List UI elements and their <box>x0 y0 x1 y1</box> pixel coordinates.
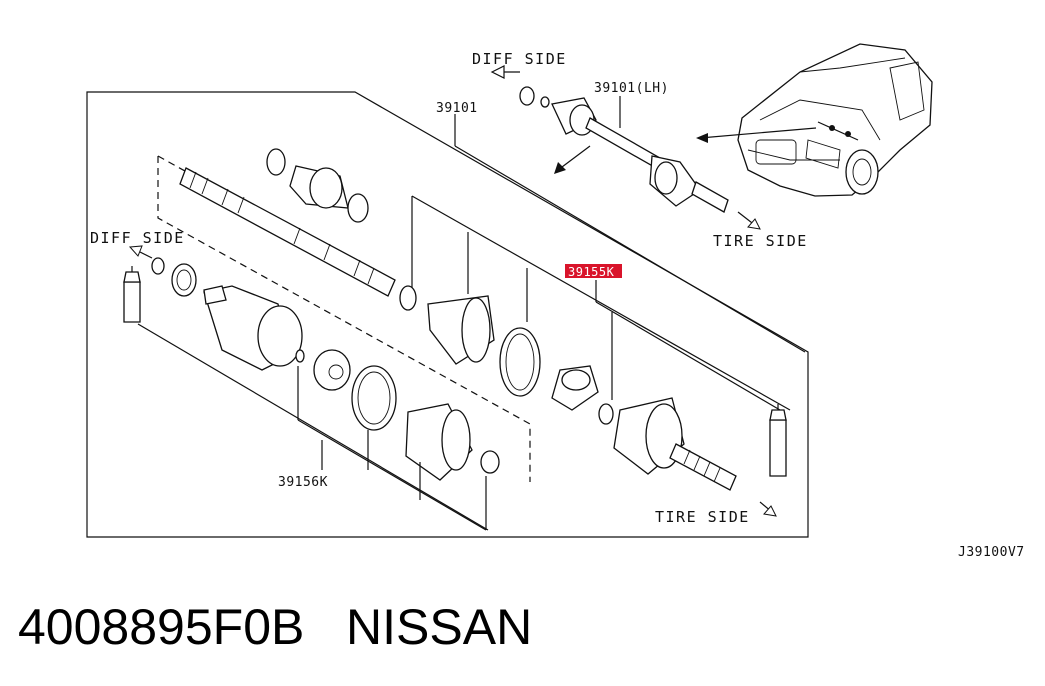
exploded-shaft: 39101 <box>157 101 806 482</box>
diff-side-label-left: DIFF SIDE <box>90 229 185 247</box>
diff-side-label-top: DIFF SIDE <box>472 50 567 68</box>
tire-side-label-top: TIRE SIDE <box>713 232 808 250</box>
vehicle-illustration <box>696 43 933 197</box>
inner-joint-kit: DIFF SIDE 39156K <box>90 229 500 531</box>
brand-name: NISSAN <box>346 599 533 655</box>
assembly-lh-label: 39101(LH) <box>594 81 669 96</box>
highlight-part-label[interactable]: 39155K <box>565 264 781 411</box>
diagram-code: J39100V7 <box>958 545 1025 560</box>
part-39156k-label: 39156K <box>278 475 328 490</box>
arrow-left-icon <box>490 65 505 79</box>
parts-frame <box>86 91 809 538</box>
tire-side-label-bottom: TIRE SIDE <box>655 508 750 526</box>
footer-caption: 4008895F0B NISSAN <box>18 598 532 656</box>
boot-kit <box>399 195 791 411</box>
part-number: 4008895F0B <box>18 599 305 655</box>
part-39155k-label: 39155K <box>568 265 615 279</box>
complete-shaft-assembly: DIFF SIDE 39101(LH) TIRE SIDE <box>454 50 808 250</box>
part-39101-label: 39101 <box>436 101 478 116</box>
outer-joint: TIRE SIDE <box>551 365 787 526</box>
